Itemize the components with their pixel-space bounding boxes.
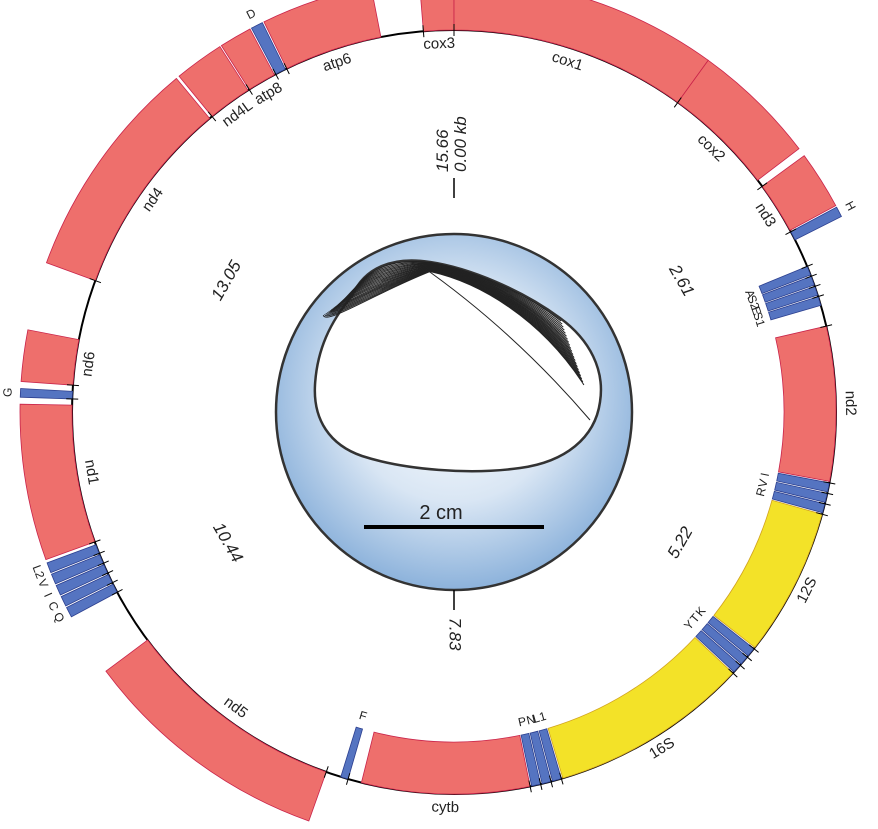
- feature-label-i: I: [41, 590, 55, 599]
- origin-label-end: 15.66: [433, 129, 452, 172]
- kb-label: 10.44: [209, 519, 247, 565]
- boundary-tick: [67, 385, 79, 386]
- feature-label-nd1: nd1: [81, 458, 102, 485]
- feature-label-atp6: atp6: [320, 50, 353, 75]
- feature-protein-nd1: [20, 404, 95, 559]
- feature-label-nd2: nd2: [842, 391, 860, 416]
- feature-protein-nd6: [21, 330, 79, 385]
- scale-bar-label: 2 cm: [419, 502, 462, 524]
- kb-label: 2.61: [665, 261, 699, 300]
- feature-label-cox3: cox3: [423, 35, 455, 53]
- feature-label-nd6: nd6: [79, 351, 99, 378]
- feature-label-s1: S1: [750, 310, 768, 328]
- feature-label-q: Q: [51, 610, 68, 625]
- feature-protein-cox2: [678, 60, 799, 180]
- feature-label-cytb: cytb: [431, 799, 459, 817]
- kb-label: 13.05: [207, 257, 245, 304]
- feature-trna-f: [341, 727, 363, 779]
- feature-label-f: F: [358, 708, 369, 724]
- feature-label-d: D: [244, 6, 258, 23]
- feature-rrna-16s: [548, 637, 733, 778]
- feature-protein-cox3: [419, 0, 454, 31]
- origin-label-start: 0.00 kb: [451, 116, 470, 172]
- feature-protein-nd2: [776, 326, 836, 481]
- feature-protein-cox1: [454, 0, 708, 102]
- feature-label-g: G: [0, 387, 14, 397]
- feature-label-i: I: [758, 472, 772, 478]
- kb-label: 5.22: [664, 523, 697, 562]
- feature-rrna-12s: [714, 500, 822, 647]
- feature-label-h: H: [842, 199, 858, 213]
- origin-label: 15.66 0.00 kb: [433, 116, 470, 172]
- feature-trna-g: [20, 389, 72, 399]
- feature-protein-nd4: [46, 78, 209, 280]
- feature-protein-cytb: [361, 732, 530, 794]
- feature-protein-nd5: [106, 640, 326, 821]
- kb-label: 7.83: [446, 617, 465, 651]
